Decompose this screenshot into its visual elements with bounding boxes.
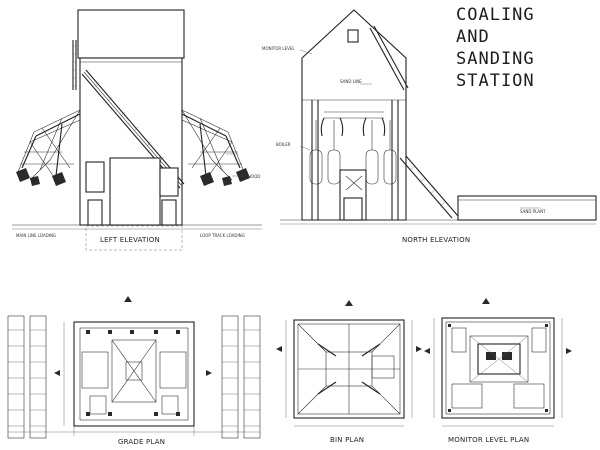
grade-plan-drawing bbox=[7, 296, 261, 439]
note-sand-plant: SAND PLANT bbox=[520, 209, 546, 214]
caption-bin-plan: BIN PLAN bbox=[330, 436, 365, 444]
note-main-line-loading: MAIN LINE LOADING bbox=[16, 233, 57, 238]
title-line-4: STATION bbox=[456, 71, 535, 91]
left-elevation-drawing bbox=[12, 9, 262, 251]
north-elevation-drawing bbox=[280, 9, 597, 225]
note-loop-track-loading: LOOP TRACK LOADING bbox=[200, 233, 245, 238]
caption-north-elevation: NORTH ELEVATION bbox=[402, 236, 471, 244]
title-line-2: AND bbox=[456, 27, 490, 47]
note-boiler: BOILER bbox=[276, 142, 291, 147]
note-monitor-level: MONITOR LEVEL bbox=[262, 46, 295, 51]
title-line-3: SANDING bbox=[456, 49, 535, 69]
bin-plan-drawing bbox=[276, 300, 422, 427]
caption-grade-plan: GRADE PLAN bbox=[118, 438, 166, 446]
title-line-1: COALING bbox=[456, 5, 535, 25]
caption-monitor-level-plan: MONITOR LEVEL PLAN bbox=[448, 436, 530, 444]
note-sand-line: SAND LINE bbox=[340, 79, 362, 84]
monitor-level-plan-drawing bbox=[424, 298, 572, 427]
caption-left-elevation: LEFT ELEVATION bbox=[100, 236, 160, 244]
note-hood: HOOD bbox=[248, 174, 261, 179]
